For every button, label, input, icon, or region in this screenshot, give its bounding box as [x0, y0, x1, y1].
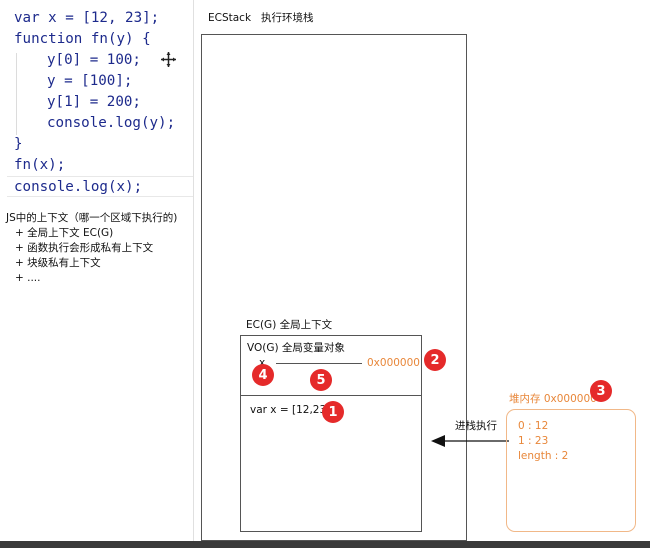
ecg-box	[240, 335, 422, 532]
step-badge: 2	[424, 349, 446, 371]
step-badge: 1	[322, 401, 344, 423]
code-line: function fn(y) {	[14, 31, 151, 47]
code-line: fn(x);	[14, 157, 66, 173]
notes-title: JS中的上下文（哪一个区域下执行的)	[6, 212, 178, 224]
heap-label: 堆内存 0x000000	[509, 393, 597, 405]
pointer-line	[276, 363, 362, 364]
step-badge: 5	[310, 369, 332, 391]
code-line: var x = [12, 23];	[14, 10, 160, 26]
push-label: 进栈执行	[455, 420, 497, 432]
code-line: y[1] = 200;	[47, 94, 141, 110]
panel-divider	[193, 0, 194, 548]
move-cursor-icon	[161, 52, 176, 67]
ecstack-box	[201, 34, 467, 541]
vog-label: VO(G) 全局变量对象	[247, 342, 345, 354]
code-editor[interactable]: var x = [12, 23]; function fn(y) { y[0] …	[0, 0, 193, 200]
notes-item: + ....	[15, 272, 41, 284]
bottom-bar	[0, 541, 650, 548]
ecg-divider	[240, 395, 421, 396]
code-line: console.log(y);	[47, 115, 176, 131]
ecg-label: EC(G) 全局上下文	[246, 319, 333, 331]
code-line: y = [100];	[47, 73, 133, 89]
ecstack-label: ECStack 执行环境栈	[208, 12, 314, 24]
step-badge: 4	[252, 364, 274, 386]
code-line-current: console.log(x);	[7, 176, 193, 197]
pointer-address: 0x000000	[367, 357, 420, 369]
step-badge: 3	[590, 380, 612, 402]
heap-entry: 0 : 12	[518, 420, 549, 432]
heap-entry: 1 : 23	[518, 435, 549, 447]
arrow-left-icon	[431, 435, 509, 447]
indent-guide	[16, 53, 17, 135]
notes-item: + 函数执行会形成私有上下文	[15, 242, 154, 254]
notes-item: + 全局上下文 EC(G)	[15, 227, 114, 239]
var-x-label: x	[259, 357, 266, 369]
notes-item: + 块级私有上下文	[15, 257, 101, 269]
code-line: y[0] = 100;	[47, 52, 141, 68]
heap-entry: length : 2	[518, 450, 569, 462]
code-line: }	[14, 136, 23, 152]
heap-box	[506, 409, 636, 532]
